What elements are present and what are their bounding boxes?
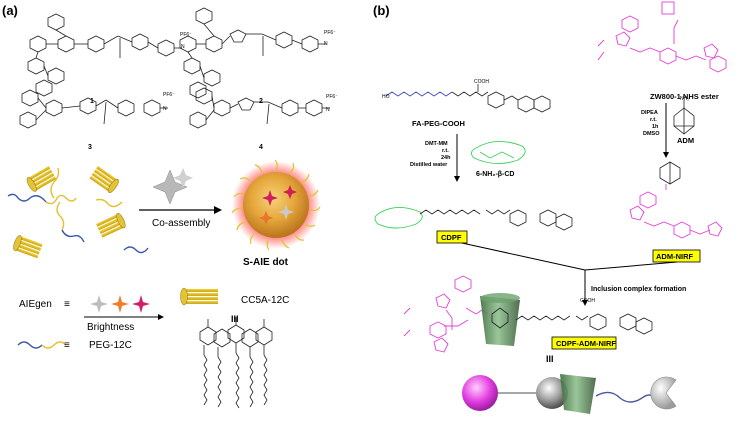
compound-2-counterion: PF6⁻ [163, 92, 175, 98]
s-aie-dot [231, 159, 321, 251]
complex-label: CDPF-ADM-NIRF [556, 339, 616, 348]
panel-a-label: (a) [2, 3, 18, 18]
adm-nh2-label: NH₂ [680, 96, 689, 102]
peg-chain [61, 229, 85, 243]
calixarene-bundle [26, 166, 57, 192]
fa-cooh-label: COOH [474, 79, 489, 85]
compound-4-number: 4 [259, 144, 263, 151]
calixarene-legend-icon [180, 287, 218, 306]
peg-chain [45, 194, 77, 205]
compound-1-number: 1 [90, 98, 94, 105]
assembly-components [7, 166, 149, 259]
peg-chain [95, 198, 123, 208]
cdpf-badge [436, 230, 468, 244]
complex-schematic [462, 374, 677, 414]
calixarene-structure [199, 317, 273, 409]
calixarene-bundle [96, 213, 126, 238]
cd-cup [560, 374, 596, 414]
legend-brightness: Brightness [87, 322, 134, 333]
fa-ho-label: HO [382, 94, 390, 100]
aiegen-star-icon [152, 169, 188, 205]
cond-left-2: 24h [441, 155, 451, 161]
compound-4-structure [189, 87, 330, 129]
complex-badge [551, 336, 617, 350]
compound-2-number: 3 [88, 144, 92, 151]
cdpf-label: CDPF [441, 233, 462, 242]
complex-structure [403, 275, 489, 353]
aiegen-red-star-icon [132, 295, 150, 313]
cond-left-0: DMT-MM [425, 141, 448, 147]
fa-peg-cooh-structure [385, 84, 551, 113]
compound-1-structure [27, 13, 182, 97]
cond-right-2: 1h [652, 124, 659, 130]
compound-3-number: 2 [259, 98, 263, 105]
cond-left-3: Distilled water [410, 162, 448, 168]
complex-folate-arm [515, 313, 653, 335]
complex-cooh-label: COOH [580, 298, 595, 304]
cond-right-3: DMSO [643, 131, 660, 137]
compound-1-nitrogen: N [181, 44, 185, 50]
aiegen-grey-star-icon [90, 295, 108, 313]
compound-2-structure [19, 89, 168, 129]
calixarene-bundle [13, 235, 43, 259]
calixarene-bundle [89, 166, 119, 193]
cdpf-structure [374, 207, 573, 231]
compound-4-counterion: PF6⁻ [326, 94, 338, 100]
legend-peg-equiv: ≡ [64, 340, 70, 351]
adamantane-sphere [536, 377, 568, 409]
cyclodextrin-cylinder [480, 293, 520, 346]
peg-chain [123, 246, 149, 254]
adm-nirf-label: ADM-NIRF [656, 252, 693, 261]
compound-2-nitrogen: N [163, 106, 167, 112]
legend-calixarene: CC5A-12C [241, 295, 289, 306]
zw800-label: ZW800-1 NHS ester [650, 92, 719, 101]
adm-nirf-structure [629, 161, 723, 239]
compound-1-counterion: PF6⁻ [180, 32, 192, 38]
legend-aiegen: AIEgen [19, 299, 52, 310]
legend-aiegen-equiv: ≡ [64, 299, 70, 310]
aiegen-star-icon [173, 168, 193, 188]
s-aie-dot-label: S-AIE dot [243, 257, 289, 268]
peg-legend-icon [17, 341, 43, 349]
compound-3-counterion: PF6⁻ [324, 30, 336, 36]
inclusion-label: Inclusion complex formation [591, 286, 686, 293]
legend-peg: PEG-12C [89, 340, 132, 351]
cyclodextrin-structure [471, 141, 526, 164]
aiegen-orange-star-icon [111, 295, 129, 313]
fa-peg-cooh-label: FA-PEG-COOH [412, 119, 465, 128]
co-assembly-arrow [139, 168, 222, 214]
co-assembly-label: Co-assembly [152, 218, 210, 229]
zw800-structure [597, 15, 727, 73]
panel-b-label: (b) [373, 3, 390, 18]
cond-right-0: DIPEA [641, 110, 658, 116]
cd-label: 6-NH₂-β-CD [476, 171, 515, 178]
peg-chain [56, 201, 65, 231]
adm-label: ADM [677, 136, 694, 145]
calixarene-equals: III [231, 314, 239, 324]
peg-chain [50, 167, 60, 199]
cond-left-1: r.t. [442, 148, 449, 154]
compound-4-nitrogen: N [326, 107, 330, 113]
nirf-sphere [462, 375, 498, 411]
cond-right-1: r.t. [650, 117, 657, 123]
folate-pacman-icon [650, 376, 677, 410]
compound-3-structure [179, 7, 326, 99]
compound-3-nitrogen: N [324, 41, 328, 47]
complex-equals: III [546, 354, 554, 364]
peg-chain [7, 193, 47, 203]
adm-structure [673, 100, 695, 135]
